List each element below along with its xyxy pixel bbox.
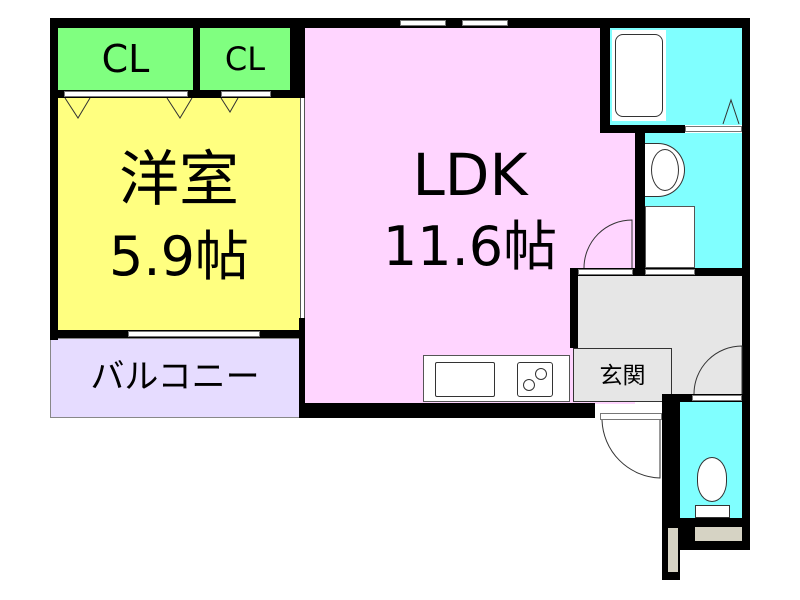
wall-closet-divider <box>193 18 200 98</box>
toilet-door[interactable] <box>692 395 742 401</box>
closet-door-2 <box>221 91 271 97</box>
wash-door[interactable] <box>645 269 695 275</box>
ldk-name: LDK <box>412 140 528 209</box>
western-room-name: 洋室 <box>119 144 239 215</box>
window-top-2 <box>462 20 508 26</box>
wall-right <box>742 18 750 550</box>
bathtub <box>612 30 666 121</box>
wall-room-divider <box>290 18 305 98</box>
closet-1-label: CL <box>101 37 150 82</box>
closet-2 <box>200 28 290 92</box>
western-room <box>58 98 300 330</box>
closet-door-1 <box>64 91 188 97</box>
sink-icon <box>435 362 495 397</box>
meter-box <box>695 527 742 541</box>
washing-machine-space <box>645 206 695 268</box>
front-door[interactable] <box>600 413 662 420</box>
entrance-label: 玄関 <box>599 362 646 389</box>
wall-wash-left <box>635 125 645 276</box>
closet-2-label: CL <box>224 40 266 79</box>
wall-bottom <box>299 403 595 418</box>
wall-bath-left <box>600 18 610 133</box>
toilet-icon <box>697 457 727 502</box>
western-room-size: 5.9帖 <box>109 224 249 288</box>
sliding-door[interactable] <box>300 98 305 318</box>
pipe-space <box>668 528 678 572</box>
window-top-1 <box>400 20 446 26</box>
ldk-door[interactable] <box>578 269 633 275</box>
balcony-label: バルコニー <box>90 356 260 397</box>
ldk-size: 11.6帖 <box>382 214 558 278</box>
bath-door[interactable] <box>685 126 742 132</box>
kitchen-counter <box>423 355 570 402</box>
closet-1 <box>58 28 193 92</box>
balcony-window[interactable] <box>128 331 260 337</box>
toilet-tank <box>695 505 730 518</box>
wall-left <box>50 18 58 340</box>
wall-hall-left <box>570 268 578 348</box>
entrance-box <box>573 348 672 402</box>
wall-ldk-left-lower <box>299 318 305 418</box>
stove-icon <box>517 362 553 397</box>
